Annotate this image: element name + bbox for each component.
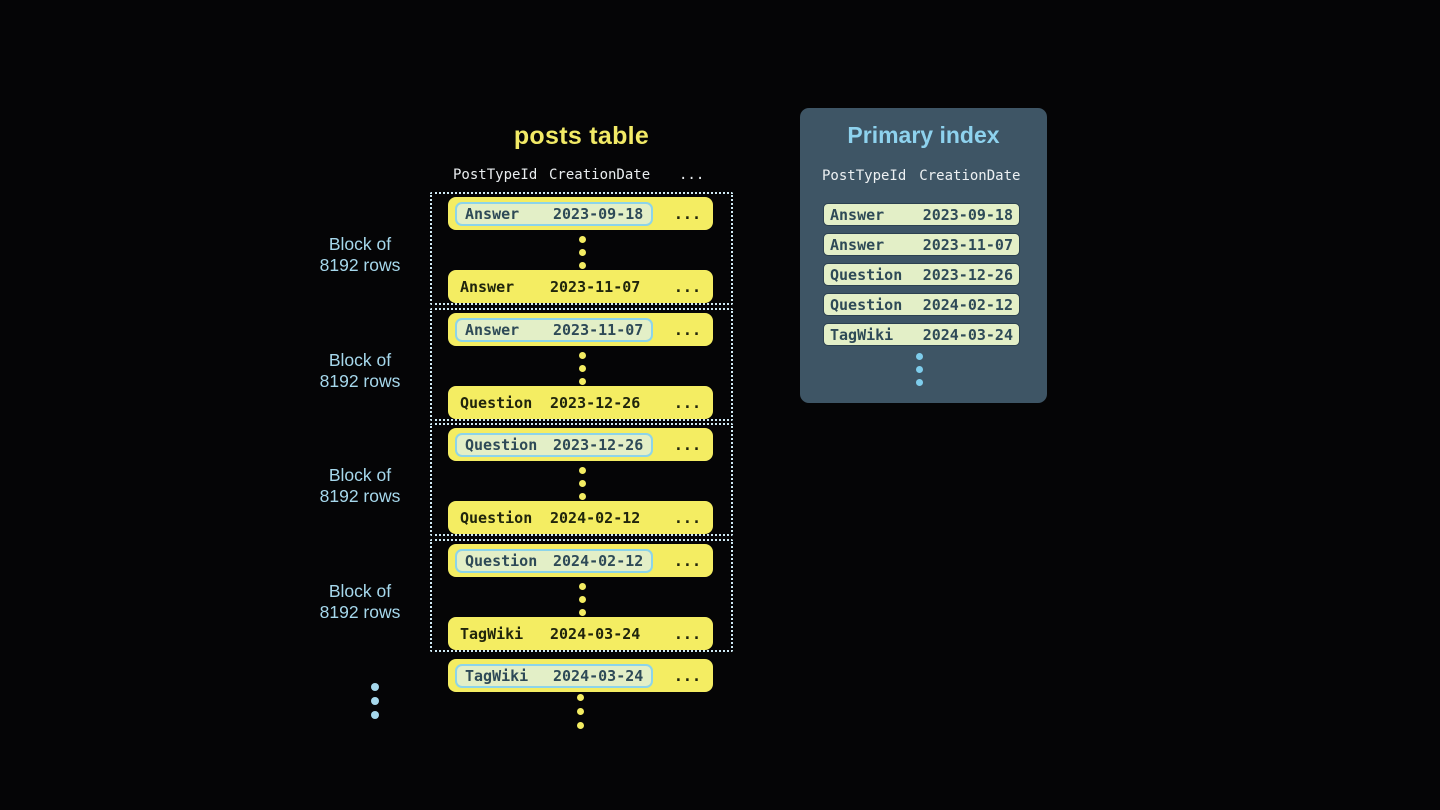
cell-posttypeid: Answer — [465, 204, 520, 223]
cell-creationdate: 2023-09-18 — [922, 205, 1013, 224]
cell-posttypeid: Question — [830, 265, 903, 284]
posts-table-column-header: PostTypeId CreationDate ... — [453, 167, 704, 183]
column-more: ... — [679, 167, 705, 183]
vertical-ellipsis-icon — [371, 683, 379, 719]
posts-block-1: Answer 2023-09-18 ... Answer 2023-11-07 … — [430, 192, 733, 305]
index-entry-highlight: Answer 2023-11-07 — [455, 317, 654, 342]
column-creationdate: CreationDate — [549, 167, 651, 183]
vertical-ellipsis-icon — [916, 353, 923, 386]
block-label-line2: 8192 rows — [319, 486, 401, 506]
vertical-ellipsis-icon — [579, 467, 586, 500]
primary-index-title: Primary index — [847, 122, 1000, 148]
cell-more: ... — [673, 393, 701, 412]
cell-posttypeid: TagWiki — [830, 325, 894, 344]
cell-more: ... — [673, 551, 701, 570]
table-row: TagWiki 2024-03-24 ... — [448, 617, 713, 650]
posts-table-title: posts table — [513, 122, 650, 150]
table-row-indexed: Question 2023-12-26 ... — [448, 428, 713, 461]
table-row-indexed: Answer 2023-09-18 ... — [448, 197, 713, 230]
column-posttypeid: PostTypeId — [453, 167, 538, 183]
block-label-4: Block of 8192 rows — [300, 581, 420, 623]
cell-creationdate: 2023-12-26 — [553, 435, 644, 454]
block-label-2: Block of 8192 rows — [300, 350, 420, 392]
cell-posttypeid: Question — [460, 393, 533, 412]
vertical-ellipsis-icon — [579, 583, 586, 616]
posts-block-4: Question 2024-02-12 ... TagWiki 2024-03-… — [430, 539, 733, 652]
vertical-ellipsis-icon — [579, 236, 586, 269]
cell-more: ... — [673, 666, 701, 685]
cell-posttypeid: TagWiki — [460, 624, 524, 643]
cell-posttypeid: Question — [465, 551, 538, 570]
cell-creationdate: 2024-02-12 — [553, 551, 644, 570]
table-row: Question 2024-02-12 ... — [448, 501, 713, 534]
table-row-indexed: Question 2024-02-12 ... — [448, 544, 713, 577]
block-label-line2: 8192 rows — [319, 371, 401, 391]
index-entry-highlight: Answer 2023-09-18 — [455, 201, 654, 226]
cell-posttypeid: Answer — [830, 235, 885, 254]
cell-creationdate: 2024-03-24 — [550, 624, 641, 643]
block-label-3: Block of 8192 rows — [300, 465, 420, 507]
cell-creationdate: 2023-11-07 — [550, 277, 641, 296]
block-label-line1: Block of — [328, 581, 392, 601]
cell-creationdate: 2024-03-24 — [553, 666, 644, 685]
index-entry-highlight: Question 2023-12-26 — [455, 432, 654, 457]
cell-more: ... — [673, 624, 701, 643]
block-label-line1: Block of — [328, 350, 392, 370]
vertical-ellipsis-icon — [579, 352, 586, 385]
block-label-line2: 8192 rows — [319, 255, 401, 275]
cell-more: ... — [673, 320, 701, 339]
cell-creationdate: 2023-11-07 — [922, 235, 1013, 254]
cell-more: ... — [673, 435, 701, 454]
table-row: Answer 2023-11-07 ... — [448, 270, 713, 303]
cell-creationdate: 2024-02-12 — [550, 508, 641, 527]
posts-block-2: Answer 2023-11-07 ... Question 2023-12-2… — [430, 308, 733, 421]
cell-creationdate: 2024-02-12 — [922, 295, 1013, 314]
column-creationdate: CreationDate — [919, 168, 1021, 184]
cell-more: ... — [673, 204, 701, 223]
cell-posttypeid: Question — [830, 295, 903, 314]
cell-posttypeid: Answer — [465, 320, 520, 339]
primary-index-column-header: PostTypeId CreationDate — [822, 168, 1020, 184]
cell-creationdate: 2023-09-18 — [553, 204, 644, 223]
cell-creationdate: 2023-12-26 — [922, 265, 1013, 284]
cell-posttypeid: Answer — [460, 277, 515, 296]
index-row: TagWiki 2024-03-24 — [823, 323, 1020, 346]
cell-posttypeid: Answer — [830, 205, 885, 224]
block-label-1: Block of 8192 rows — [300, 234, 420, 276]
table-row: Question 2023-12-26 ... — [448, 386, 713, 419]
block-label-line1: Block of — [328, 234, 392, 254]
table-row-indexed-overflow: TagWiki 2024-03-24 ... — [448, 659, 713, 692]
posts-block-3: Question 2023-12-26 ... Question 2024-02… — [430, 423, 733, 536]
cell-more: ... — [673, 508, 701, 527]
index-row: Question 2024-02-12 — [823, 293, 1020, 316]
primary-index-panel: Primary index PostTypeId CreationDate An… — [800, 108, 1047, 403]
cell-creationdate: 2023-12-26 — [550, 393, 641, 412]
index-row: Question 2023-12-26 — [823, 263, 1020, 286]
cell-posttypeid: Question — [460, 508, 533, 527]
index-entry-highlight: TagWiki 2024-03-24 — [455, 663, 654, 688]
table-row-indexed: Answer 2023-11-07 ... — [448, 313, 713, 346]
cell-more: ... — [673, 277, 701, 296]
cell-posttypeid: TagWiki — [465, 666, 529, 685]
cell-posttypeid: Question — [465, 435, 538, 454]
block-label-line2: 8192 rows — [319, 602, 401, 622]
vertical-ellipsis-icon — [577, 694, 584, 729]
column-posttypeid: PostTypeId — [822, 168, 907, 184]
cell-creationdate: 2023-11-07 — [553, 320, 644, 339]
index-row: Answer 2023-09-18 — [823, 203, 1020, 226]
index-entry-highlight: Question 2024-02-12 — [455, 548, 654, 573]
index-row: Answer 2023-11-07 — [823, 233, 1020, 256]
cell-creationdate: 2024-03-24 — [922, 325, 1013, 344]
block-label-line1: Block of — [328, 465, 392, 485]
